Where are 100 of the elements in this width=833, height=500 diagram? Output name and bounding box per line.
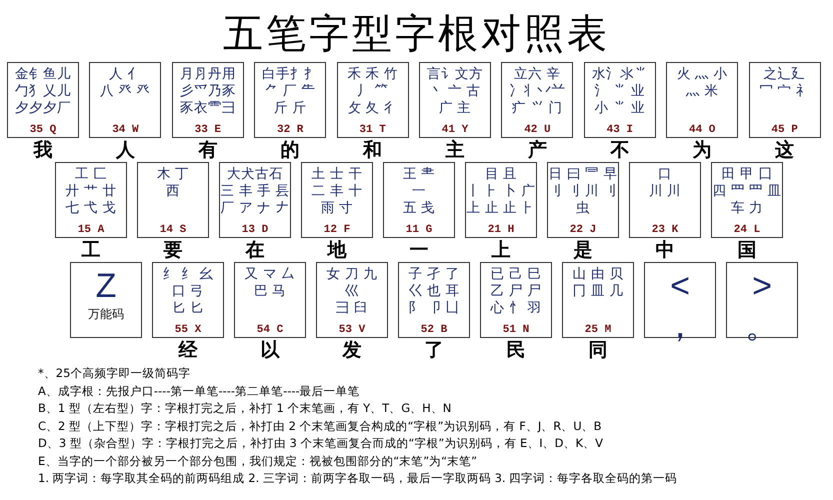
key-code: 32 R	[276, 124, 304, 136]
note-text: 1. 两字词：每字取其全码的前两码组成 2. 三字词：前两字各取一码，最后一字取两码 3. 四字词：每字各取全码的第一码	[38, 471, 678, 486]
key-code: 52 B	[420, 324, 448, 336]
radical-row: 之辶廴	[764, 66, 806, 83]
radical-row: 攵 夂 彳	[347, 100, 398, 117]
radical-row: 雨 寸	[320, 200, 354, 217]
radical-row: 已 己 巳	[490, 266, 542, 283]
key-box	[629, 162, 701, 238]
note-text: D、3 型（杂合型）字：字根打完之后，补打由 3 个末笔画复合而成的“字根”为识别码，有 E、I、D、K、V	[38, 436, 603, 451]
radical-row: ⺈ 厂 ⺧	[264, 83, 316, 100]
punctuation-mark: 。	[745, 306, 779, 346]
key-box	[55, 162, 127, 238]
high-frequency-character: 我	[32, 138, 54, 163]
note-text: *、25个高频字即一级简码字	[38, 366, 190, 381]
key-code: 24 L	[734, 224, 760, 236]
high-frequency-character: 了	[424, 338, 444, 363]
high-frequency-character: 一	[408, 238, 430, 263]
radical-row: 车 力	[730, 200, 764, 217]
note-text: B、1 型（左右型）字：字根打完之后，补打 1 个末笔画，有 Y、T、G、H、N	[38, 401, 452, 416]
radical-row: 疒 ⺍ 门	[512, 100, 563, 117]
key-code: 33 E	[194, 124, 221, 136]
key-box	[7, 62, 79, 138]
key-code: 22 J	[570, 224, 596, 236]
radical-row: 王 ⺻	[402, 166, 436, 183]
radical-row: 八 癶 癶	[100, 83, 151, 100]
radical-row: 虫	[576, 200, 590, 217]
key-box	[254, 62, 326, 138]
high-frequency-character: 和	[362, 138, 384, 163]
key-box	[89, 62, 162, 138]
key-code: 35 Q	[30, 124, 56, 136]
high-frequency-character: 产	[526, 138, 548, 163]
key-box	[711, 162, 783, 238]
radical-row: 灬 米	[686, 83, 718, 100]
radical-row: 五 戋	[402, 200, 436, 217]
radical-row: 山 由 贝	[572, 266, 624, 283]
radical-row: 言讠文方	[427, 66, 483, 83]
radical-row: 四 罒 罒 皿	[712, 183, 782, 200]
radical-row: 七 弋 戈	[66, 200, 116, 217]
key-box	[547, 162, 619, 238]
title: 五笔字型字根对照表	[222, 10, 611, 59]
high-frequency-character: 在	[244, 238, 266, 263]
key-box	[501, 62, 574, 138]
radical-row: 又 マ 厶	[244, 266, 296, 283]
radical-row: 夕夕夕厂	[15, 100, 71, 117]
radical-row: 匕 匕	[172, 300, 204, 317]
high-frequency-character: 有	[197, 138, 218, 163]
radical-row: 日 曰 ⺜ 早	[548, 166, 618, 183]
radical-row: 金钅鱼儿	[15, 66, 71, 83]
radical-row: 冫丬丷䒑	[509, 83, 566, 100]
high-frequency-character: 主	[444, 138, 466, 163]
radical-row: 廾 艹 廿	[66, 183, 116, 200]
key-box	[219, 162, 291, 238]
radical-row: 豕衣⻗彐	[180, 100, 236, 117]
radical-row: 丶 亠 古	[430, 83, 480, 100]
radical-row: 广 主	[438, 100, 472, 117]
key-code: 34 W	[112, 124, 139, 136]
key-code: 53 V	[338, 324, 366, 336]
key-code: 25 M	[584, 324, 612, 336]
high-frequency-character: 不	[609, 138, 630, 163]
radical-row: 立六 辛	[514, 66, 561, 83]
key-code: 23 K	[652, 224, 678, 236]
key-box	[301, 162, 373, 238]
key-box	[336, 62, 409, 138]
radical-row: 斤 斤	[274, 100, 306, 117]
key-code: 12 F	[324, 224, 350, 236]
radical-row: 丨 ⺊ 卜 广	[466, 183, 536, 200]
key-code: 51 N	[502, 324, 530, 336]
radical-row: 阝 卩 凵	[408, 300, 460, 317]
high-frequency-character: 以	[260, 338, 281, 363]
key-code: 31 T	[359, 124, 386, 136]
high-frequency-character: 国	[736, 238, 758, 263]
key-code: 42 U	[524, 124, 551, 136]
radical-row: 月⺼丹用	[180, 66, 236, 83]
key-code: 44 O	[688, 124, 716, 136]
radical-row: 冂 皿 几	[572, 283, 624, 300]
radical-row: 巛	[345, 283, 359, 300]
note-text: E、当字的一个部分被另一个部分包围，我们规定：视被包围部分的“末笔”为“末笔”	[38, 454, 478, 468]
radical-row: 上 止 止 ⺊	[466, 200, 536, 217]
radical-row: 口 弓	[172, 283, 204, 300]
radical-row: 冖 宀 礻	[759, 83, 810, 100]
radical-row: 西	[166, 183, 180, 200]
key-code: 54 C	[256, 324, 284, 336]
radical-row: 巴 马	[254, 283, 286, 300]
key-box	[383, 162, 455, 238]
radical-row: 口	[658, 166, 672, 183]
key-box	[480, 262, 552, 338]
radical-row: 火 灬 小	[676, 66, 728, 83]
radical-row: 人 亻	[109, 66, 142, 83]
key-code: 55 X	[174, 324, 202, 336]
key-box	[666, 62, 738, 138]
high-frequency-character: 工	[80, 238, 102, 263]
radical-row: 勹犭乂儿	[15, 83, 71, 100]
key-code: 41 Y	[442, 124, 468, 136]
high-frequency-character: 的	[280, 138, 301, 163]
radical-row: 三 丰 手 镸	[220, 183, 290, 200]
key-box	[316, 262, 388, 338]
key-box	[172, 62, 244, 138]
radical-row: 巜 也 耳	[408, 283, 460, 300]
radical-row: 丿 ⺮	[356, 83, 389, 100]
radical-row: 小 ⺌ 业	[594, 100, 646, 117]
